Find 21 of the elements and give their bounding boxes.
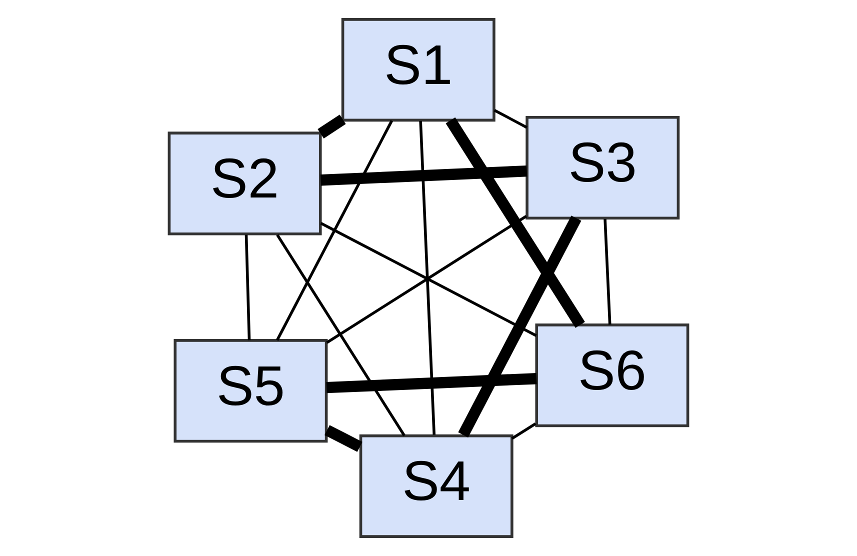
connector xyxy=(320,165,528,186)
node-box: S4 xyxy=(359,434,514,538)
connector xyxy=(276,234,406,436)
connector xyxy=(326,214,528,344)
node-box: S1 xyxy=(341,18,496,122)
node-box: S3 xyxy=(526,116,680,220)
node-box: S2 xyxy=(168,132,322,236)
connector xyxy=(276,120,394,341)
connector xyxy=(511,422,536,440)
connector xyxy=(446,117,585,328)
connector xyxy=(419,120,436,435)
connector xyxy=(318,114,346,138)
node-box: S6 xyxy=(535,324,690,428)
connector xyxy=(324,425,362,452)
connector xyxy=(244,234,251,340)
connector xyxy=(458,216,582,438)
connector xyxy=(494,108,528,129)
node-box: S5 xyxy=(174,339,328,443)
connector xyxy=(320,222,537,337)
connector xyxy=(326,373,537,394)
connector xyxy=(604,218,612,325)
